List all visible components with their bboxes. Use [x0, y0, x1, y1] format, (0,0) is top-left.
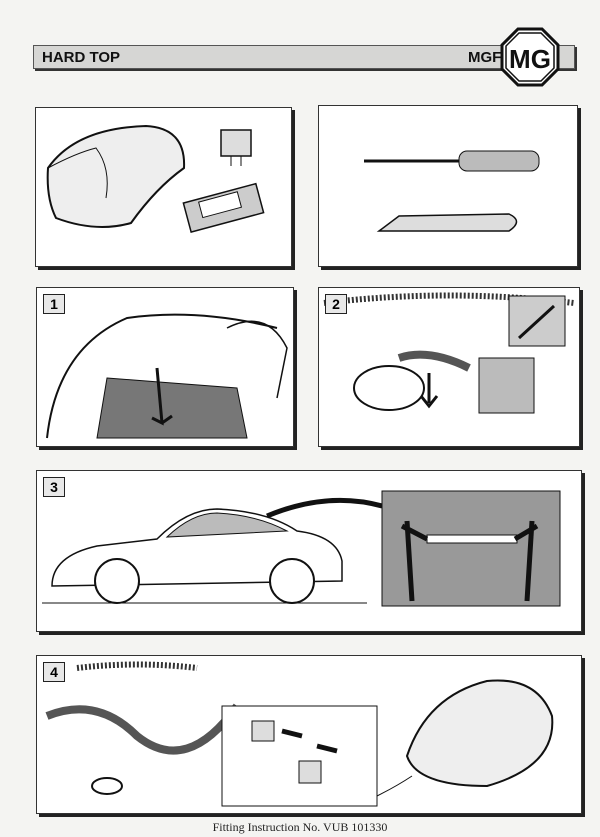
screwdriver-knife-illustration: [364, 150, 540, 232]
step-2-panel: 2: [318, 287, 580, 447]
mg-logo: MG: [500, 27, 560, 87]
hardtop-relay-switch-illustration: [46, 124, 265, 233]
step-number: 4: [43, 662, 65, 682]
step-number: 1: [43, 294, 65, 314]
step-3-illustration: [42, 490, 561, 607]
step-number: 3: [43, 477, 65, 497]
step-4-panel: 4: [36, 655, 582, 814]
step-number: 2: [325, 294, 347, 314]
document-title: HARD TOP: [42, 49, 121, 66]
step-1-illustration: [46, 313, 288, 439]
header-bar: HARD TOP MGF: [33, 45, 575, 69]
step-3-panel: 3: [36, 470, 582, 632]
tools-panel: [318, 105, 578, 267]
svg-text:MG: MG: [509, 44, 551, 74]
step-2-illustration: [323, 292, 575, 414]
model-label: MGF: [468, 49, 502, 66]
step-4-illustration: [45, 661, 554, 807]
fitting-instruction-number: Fitting Instruction No. VUB 101330: [212, 820, 388, 834]
parts-panel: [35, 107, 292, 267]
step-1-panel: 1: [36, 287, 294, 447]
